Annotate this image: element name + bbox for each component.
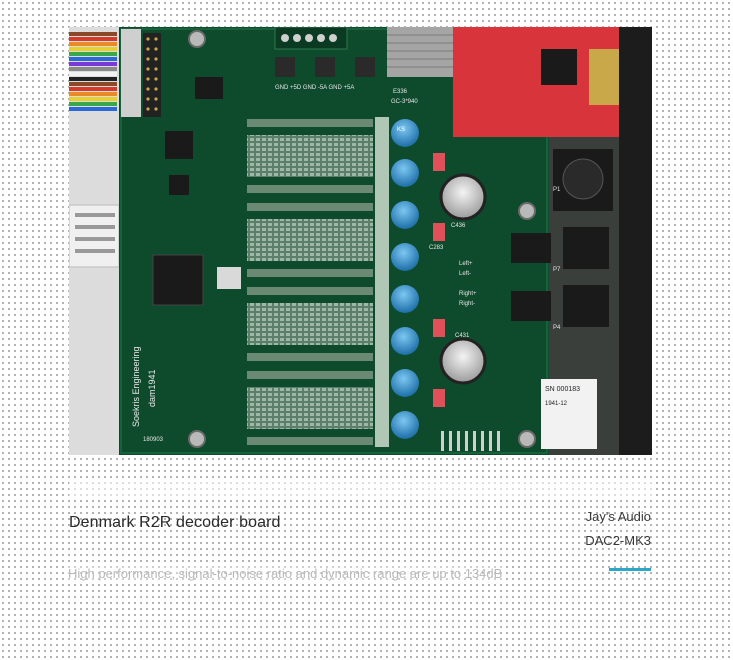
label-left-minus: Left- xyxy=(459,271,471,277)
board-date-code: 180903 xyxy=(143,437,164,443)
cap-label-c431: C431 xyxy=(455,333,470,339)
mounting-holes xyxy=(188,30,536,448)
gc-label: GC-3*940 xyxy=(391,99,418,105)
label-left-plus: Left+ xyxy=(459,261,473,267)
rca-jack-1 xyxy=(563,227,609,269)
relay-1 xyxy=(511,233,551,263)
blue-capacitors xyxy=(391,119,419,439)
regulator-1 xyxy=(275,57,295,77)
regulator-2 xyxy=(315,57,335,77)
large-capacitor-2 xyxy=(439,337,487,385)
ic-chip-1 xyxy=(165,131,193,159)
fpga-chip xyxy=(152,254,204,306)
board-number: 1941-12 xyxy=(545,401,568,407)
e-label: E336 xyxy=(393,89,408,95)
hdmi-port xyxy=(589,49,619,105)
accent-bar xyxy=(609,568,651,571)
ghost-band xyxy=(69,478,652,500)
serial-number: SN 000183 xyxy=(545,386,580,393)
brand-block: Jay's Audio DAC2-MK3 xyxy=(585,505,651,553)
brand-model: DAC2-MK3 xyxy=(585,533,651,548)
connector-label-p1: P1 xyxy=(553,187,561,193)
product-description: High performance, signal-to-noise ratio … xyxy=(68,566,503,581)
power-labels: GND +5D GND -5A GND +5A xyxy=(275,85,354,91)
smd-rows xyxy=(247,119,373,445)
cap-label-c283: C283 xyxy=(429,245,444,251)
label-right-minus: Right- xyxy=(459,301,475,307)
label-right-plus: Right+ xyxy=(459,291,477,297)
oscillator xyxy=(217,267,241,289)
connector-pins xyxy=(75,213,115,253)
pin-header xyxy=(143,33,161,117)
ic-chip-3 xyxy=(195,77,223,99)
relay-2 xyxy=(511,291,551,321)
rca-jack-2 xyxy=(563,285,609,327)
cap-label-c436: C436 xyxy=(451,223,466,229)
red-smd-caps xyxy=(433,153,445,407)
ic-chip-2 xyxy=(169,175,189,195)
cap-brand-text: KS xyxy=(397,127,405,133)
rainbow-ribbon-cable xyxy=(69,32,117,111)
r2r-resistor-arrays xyxy=(247,117,389,447)
board-model-text: dam1941 xyxy=(147,369,157,407)
connector-label-p7: P7 xyxy=(553,267,561,273)
right-chassis-wall xyxy=(619,27,652,455)
pcb-illustration: GND +5D GND -5A GND +5A xyxy=(69,27,652,455)
product-title: Denmark R2R decoder board xyxy=(69,514,281,531)
brand-name: Jay's Audio xyxy=(585,509,651,524)
ribbon-header xyxy=(121,29,141,117)
connector-label-p4: P4 xyxy=(553,325,561,331)
regulator-3 xyxy=(355,57,375,77)
large-capacitor-1 xyxy=(439,173,487,221)
board-maker-text: Soekris Engineering xyxy=(131,346,141,427)
product-photo: GND +5D GND -5A GND +5A xyxy=(69,27,652,455)
output-pins xyxy=(441,431,500,451)
serial-sticker xyxy=(541,379,597,449)
